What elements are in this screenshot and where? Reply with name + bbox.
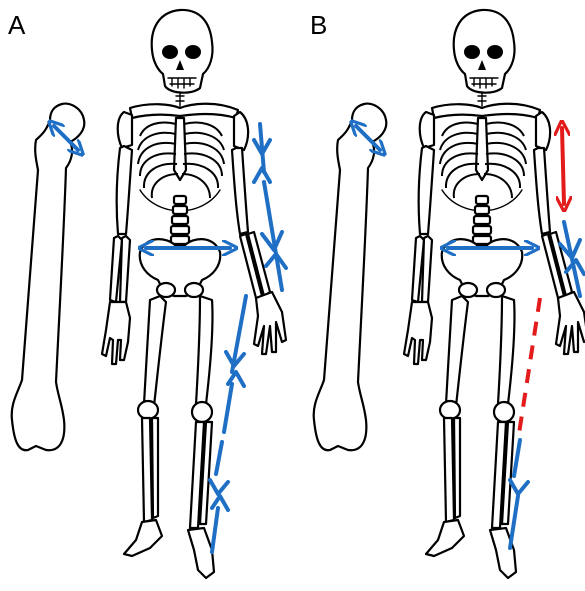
skeleton-a	[102, 10, 286, 578]
skeleton-b	[404, 10, 585, 578]
femur-line-lower-a	[224, 384, 232, 432]
tibia-line-lower-a	[212, 508, 218, 552]
tibia-bracket-top-a	[210, 480, 228, 494]
tibia-line-b	[514, 440, 520, 476]
panel-a-label: A	[8, 10, 26, 40]
tibia-bracket-bottom-a	[212, 496, 228, 510]
tibia-line-lower-b	[510, 496, 518, 548]
humerus-bottom-bracket-a	[254, 168, 270, 182]
femur-a	[12, 104, 85, 451]
panel-b: B	[310, 10, 585, 578]
panel-b-label: B	[310, 10, 327, 40]
humerus-arrow-red-b	[562, 128, 564, 204]
femur-dashed-red-b	[518, 298, 540, 440]
femur-b	[314, 104, 387, 451]
tibia-line-a	[216, 442, 222, 474]
panel-a: A	[8, 10, 286, 578]
tibia-bracket-top-b	[510, 480, 528, 494]
